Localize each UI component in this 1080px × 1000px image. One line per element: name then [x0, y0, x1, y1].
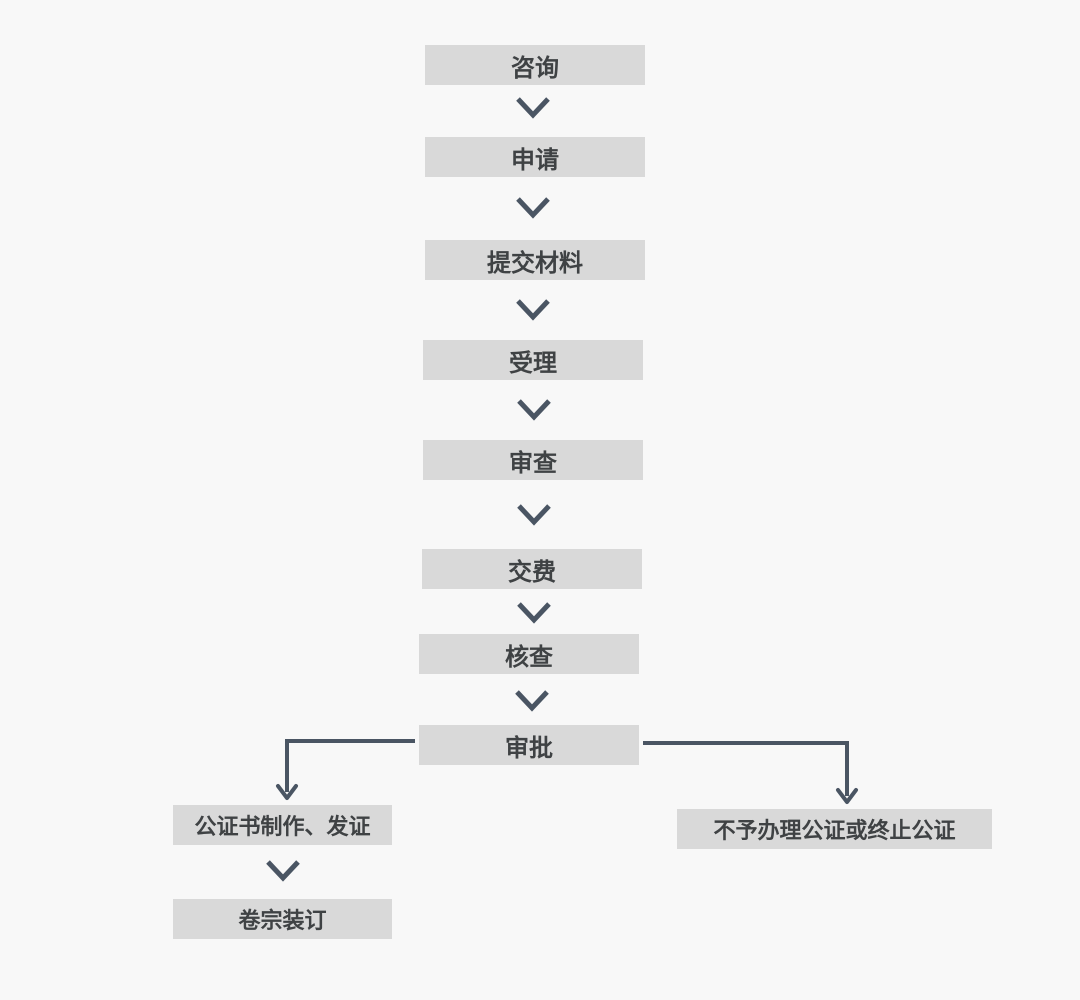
branch-issue-certificate-label: 公证书制作、发证: [194, 815, 371, 840]
arrowhead-left-branch: [276, 784, 298, 800]
step-consult: 咨询: [425, 45, 645, 85]
step-review: 审查: [423, 440, 643, 480]
chevron-down-icon: [515, 690, 549, 712]
branch-issue-certificate: 公证书制作、发证: [173, 805, 392, 845]
step-verify-label: 核查: [505, 642, 553, 671]
step-approve-label: 审批: [505, 733, 553, 762]
step-consult-label: 咨询: [511, 53, 559, 82]
branch-archive-binding-label: 卷宗装订: [238, 909, 327, 934]
connector-left-branch: [285, 739, 415, 792]
chevron-down-icon: [517, 602, 551, 624]
chevron-down-icon: [516, 299, 550, 321]
connector-right-branch: [643, 741, 849, 796]
step-verify: 核查: [419, 634, 639, 674]
step-apply: 申请: [425, 137, 645, 177]
step-submit-materials-label: 提交材料: [487, 248, 583, 277]
step-apply-label: 申请: [511, 145, 559, 174]
chevron-down-icon: [266, 860, 300, 882]
step-review-label: 审查: [509, 448, 557, 477]
chevron-down-icon: [517, 504, 551, 526]
branch-archive-binding: 卷宗装订: [173, 899, 392, 939]
step-accept: 受理: [423, 340, 643, 380]
arrowhead-right-branch: [836, 788, 858, 804]
branch-reject-or-terminate: 不予办理公证或终止公证: [677, 809, 992, 849]
chevron-down-icon: [516, 197, 550, 219]
step-submit-materials: 提交材料: [425, 240, 645, 280]
branch-reject-or-terminate-label: 不予办理公证或终止公证: [713, 819, 956, 844]
step-pay-fee: 交费: [422, 549, 642, 589]
step-approve: 审批: [419, 725, 639, 765]
chevron-down-icon: [516, 97, 550, 119]
step-accept-label: 受理: [509, 348, 557, 377]
step-pay-fee-label: 交费: [508, 557, 556, 586]
chevron-down-icon: [517, 399, 551, 421]
